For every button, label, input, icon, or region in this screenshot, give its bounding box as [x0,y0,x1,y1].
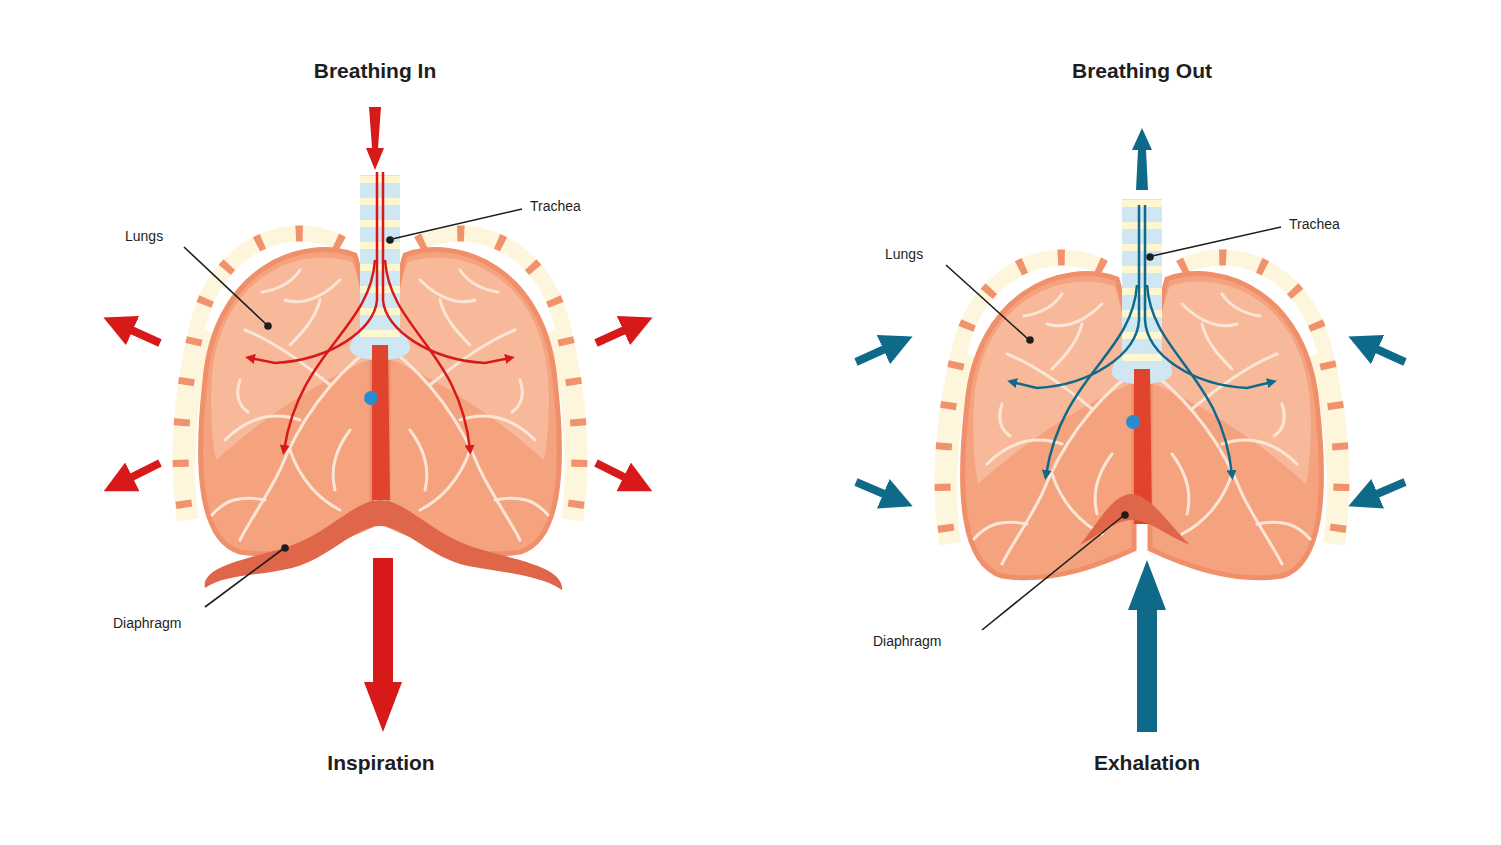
airflow-in [250,172,510,450]
arrow-down [364,558,402,732]
part-label: Lungs [885,246,923,262]
panel-heading: Breathing In [314,59,437,83]
lungs-exhale [943,199,1342,578]
lungs-inhale [181,175,580,554]
arrow-out-top [1132,128,1152,190]
part-label: Trachea [1289,216,1340,232]
airflow-out [1012,205,1272,475]
part-label: Diaphragm [873,633,941,649]
panel-heading: Breathing Out [1072,59,1212,83]
part-label: Trachea [530,198,581,214]
part-label: Diaphragm [113,615,181,631]
leader-lines [184,209,522,607]
part-label: Lungs [125,228,163,244]
arrow-in-top [366,107,384,170]
expand-arrows [118,324,638,484]
compress-arrows [856,343,1405,500]
arrow-up [1128,560,1166,732]
phase-label: Inspiration [327,751,434,775]
phase-label: Exhalation [1094,751,1200,775]
leader-lines [946,227,1281,630]
